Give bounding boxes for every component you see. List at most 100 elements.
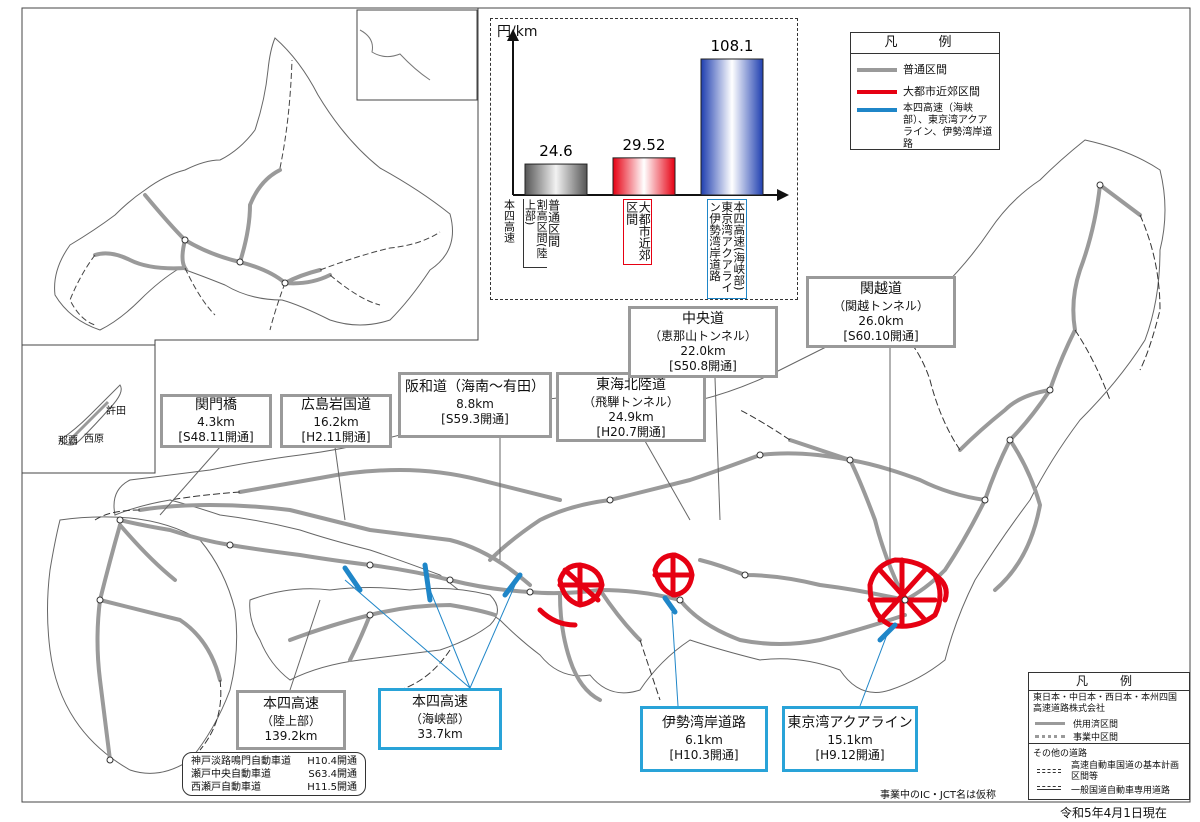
legend-swatch-gray [857, 68, 897, 72]
bar-value-label-1: 24.6 [539, 142, 572, 160]
callout-tokai-hokuriku: 東海北陸道 （飛騨トンネル） 24.9km [H20.7開通] [556, 372, 706, 442]
callout-kanmon-length: 4.3km [197, 414, 235, 429]
honshi-route-name: 西瀬戸自動車道 [191, 782, 261, 793]
legend-label-strait: 本四高速（海峡部）、東京湾アクアライン、伊勢湾岸道路 [903, 103, 993, 150]
callout-chuo-date: [S50.8開通] [669, 358, 737, 373]
callout-chuo-sub: （恵那山トンネル） [649, 328, 757, 343]
legend-under-construction: 事業中区間 [1029, 730, 1189, 744]
legend-other-title: その他の道路 [1033, 749, 1088, 759]
place-label-naha: 那覇 [58, 436, 78, 447]
honshi-route-name: 神戸淡路鳴門自動車道 [191, 756, 291, 767]
honshi-route-date: H10.4開通 [307, 756, 357, 767]
callout-hiroshima-name: 広島岩国道 [301, 397, 371, 413]
callout-aqua-name: 東京湾アクアライン [787, 715, 913, 731]
legend-label-metro: 大都市近郊区間 [903, 85, 980, 98]
y-axis-label: 円/km [497, 24, 538, 40]
honshi-route-row: 神戸淡路鳴門自動車道 H10.4開通 [191, 755, 357, 768]
callout-kanetsu: 関越道 （関越トンネル） 26.0km [S60.10開通] [806, 276, 956, 348]
category-label-metro: 大都市近郊区間 [623, 199, 653, 265]
place-label-kyoda: 許田 [106, 406, 126, 417]
honshi-route-name: 瀬戸中央自動車道 [191, 769, 271, 780]
bar-1 [524, 163, 588, 196]
legend-swatch-blue [857, 108, 897, 112]
bar-2 [612, 157, 676, 196]
callout-hiroshima-date: [H2.11開通] [301, 429, 371, 444]
callout-aqualine: 東京湾アクアライン 15.1km [H9.12開通] [782, 706, 918, 772]
bar-value-label-3: 108.1 [711, 37, 754, 55]
category-label-normal: 普通区間 [546, 199, 561, 247]
date-note: 令和5年4月1日現在 [1060, 806, 1167, 820]
callout-tokai-length: 24.9km [608, 409, 654, 424]
legend-item-strait: 本四高速（海峡部）、東京湾アクアライン、伊勢湾岸道路 [857, 103, 995, 151]
legend-swatch-national [1037, 786, 1061, 787]
callout-hiroshima-length: 16.2km [313, 414, 359, 429]
honshi-route-date: S63.4開通 [308, 769, 357, 780]
callout-chuo-name: 中央道 [682, 311, 724, 327]
callout-tokai-date: [H20.7開通] [596, 424, 666, 439]
footnote-ic-names: 事業中のIC・JCT名は仮称 [880, 790, 996, 801]
honshi-route-row: 瀬戸中央自動車道 S63.4開通 [191, 768, 357, 781]
callout-kanetsu-length: 26.0km [858, 313, 904, 328]
callout-honshi-land: 本四高速 （陸上部） 139.2km [236, 690, 346, 750]
callout-honshi-land-name: 本四高速 [263, 696, 319, 712]
honshi-route-row: 西瀬戸自動車道 H11.5開通 [191, 781, 357, 794]
callout-kanmon-date: [S48.11開通] [178, 429, 254, 444]
legend-title: 凡 例 [851, 33, 999, 54]
legend-company: 東日本・中日本・西日本・本州四国高速道路株式会社 [1033, 693, 1178, 714]
callout-kanmon-name: 関門橋 [195, 397, 237, 413]
callout-honshi-strait-name: 本四高速 [412, 694, 468, 710]
category-label-strait: 本四高速(海峡部)東京湾アクアライン伊勢湾岸道路 [707, 199, 748, 299]
legend-swatch-red [857, 90, 897, 94]
legend-other-national: 一般国道自動車専用道路 [1029, 783, 1189, 796]
legend-label-construction: 事業中区間 [1073, 733, 1119, 743]
callout-kanmon: 関門橋 4.3km [S48.11開通] [160, 394, 272, 448]
legend-swatch-planned-2 [1037, 772, 1061, 773]
legend-swatch-in-service [1035, 722, 1065, 725]
callout-isewan-length: 6.1km [685, 732, 723, 747]
legend-label-planned: 高速自動車国道の基本計画区間等 [1071, 761, 1180, 782]
callout-kanetsu-sub: （関越トンネル） [833, 298, 929, 313]
callout-hanwa-date: [S59.3開通] [441, 411, 509, 426]
callout-kanetsu-date: [S60.10開通] [843, 328, 919, 343]
callout-honshi-land-length: 139.2km [264, 728, 318, 743]
legend-in-service: 供用済区間 [1029, 717, 1189, 730]
category-label-honshi: 本四高速 [502, 199, 516, 243]
legend-other-planned: 高速自動車国道の基本計画区間等 [1029, 761, 1189, 783]
callout-honshi-strait-length: 33.7km [417, 726, 463, 741]
callout-kanetsu-name: 関越道 [860, 281, 902, 297]
callout-honshi-strait-sub: （海峡部） [409, 711, 470, 726]
legend-swatch-construction [1035, 735, 1065, 738]
callout-chuo: 中央道 （恵那山トンネル） 22.0km [S50.8開通] [628, 306, 778, 378]
place-label-nishihara: 西原 [84, 434, 104, 445]
honshi-route-list: 神戸淡路鳴門自動車道 H10.4開通 瀬戸中央自動車道 S63.4開通 西瀬戸自動車… [182, 752, 366, 796]
callout-isewan-date: [H10.3開通] [669, 747, 739, 762]
honshi-route-date: H11.5開通 [307, 782, 357, 793]
bar-3 [700, 58, 764, 196]
callout-hiroshima-iwakuni: 広島岩国道 16.2km [H2.11開通] [280, 394, 392, 448]
chart-plot: 24.6 29.52 108.1 [507, 29, 789, 201]
callout-hanwa-name: 阪和道（海南～有田） [405, 379, 545, 395]
callout-tokai-name: 東海北陸道 [596, 377, 666, 393]
callout-tokai-sub: （飛騨トンネル） [583, 394, 679, 409]
callout-hanwa-length: 8.8km [456, 396, 494, 411]
legend-label-national: 一般国道自動車専用道路 [1071, 786, 1171, 796]
legend-toll-type: 凡 例 普通区間 大都市近郊区間 本四高速（海峡部）、東京湾アクアライン、伊勢湾… [850, 32, 1000, 150]
legend-item-normal: 普通区間 [857, 61, 947, 77]
callout-aqua-date: [H9.12開通] [815, 747, 885, 762]
legend-label-normal: 普通区間 [903, 63, 947, 76]
bar-value-label-2: 29.52 [623, 136, 666, 154]
callout-honshi-land-sub: （陸上部） [260, 713, 321, 728]
legend-swatch-national-2 [1037, 789, 1061, 790]
callout-isewan: 伊勢湾岸道路 6.1km [H10.3開通] [640, 706, 768, 772]
callout-chuo-length: 22.0km [680, 343, 726, 358]
legend-label-in-service: 供用済区間 [1073, 720, 1119, 730]
category-label-surcharge: 割高区間(陸上部) [523, 199, 548, 268]
callout-honshi-strait: 本四高速 （海峡部） 33.7km [378, 688, 502, 750]
legend-road-status: 凡 例 東日本・中日本・西日本・本州四国高速道路株式会社 供用済区間 事業中区間… [1028, 672, 1190, 800]
legend-item-metro: 大都市近郊区間 [857, 83, 980, 99]
callout-aqua-length: 15.1km [827, 732, 873, 747]
callout-isewan-name: 伊勢湾岸道路 [662, 715, 746, 731]
callout-hanwa: 阪和道（海南～有田） 8.8km [S59.3開通] [398, 372, 552, 438]
chart-bars: 24.6 29.52 108.1 [524, 37, 764, 196]
